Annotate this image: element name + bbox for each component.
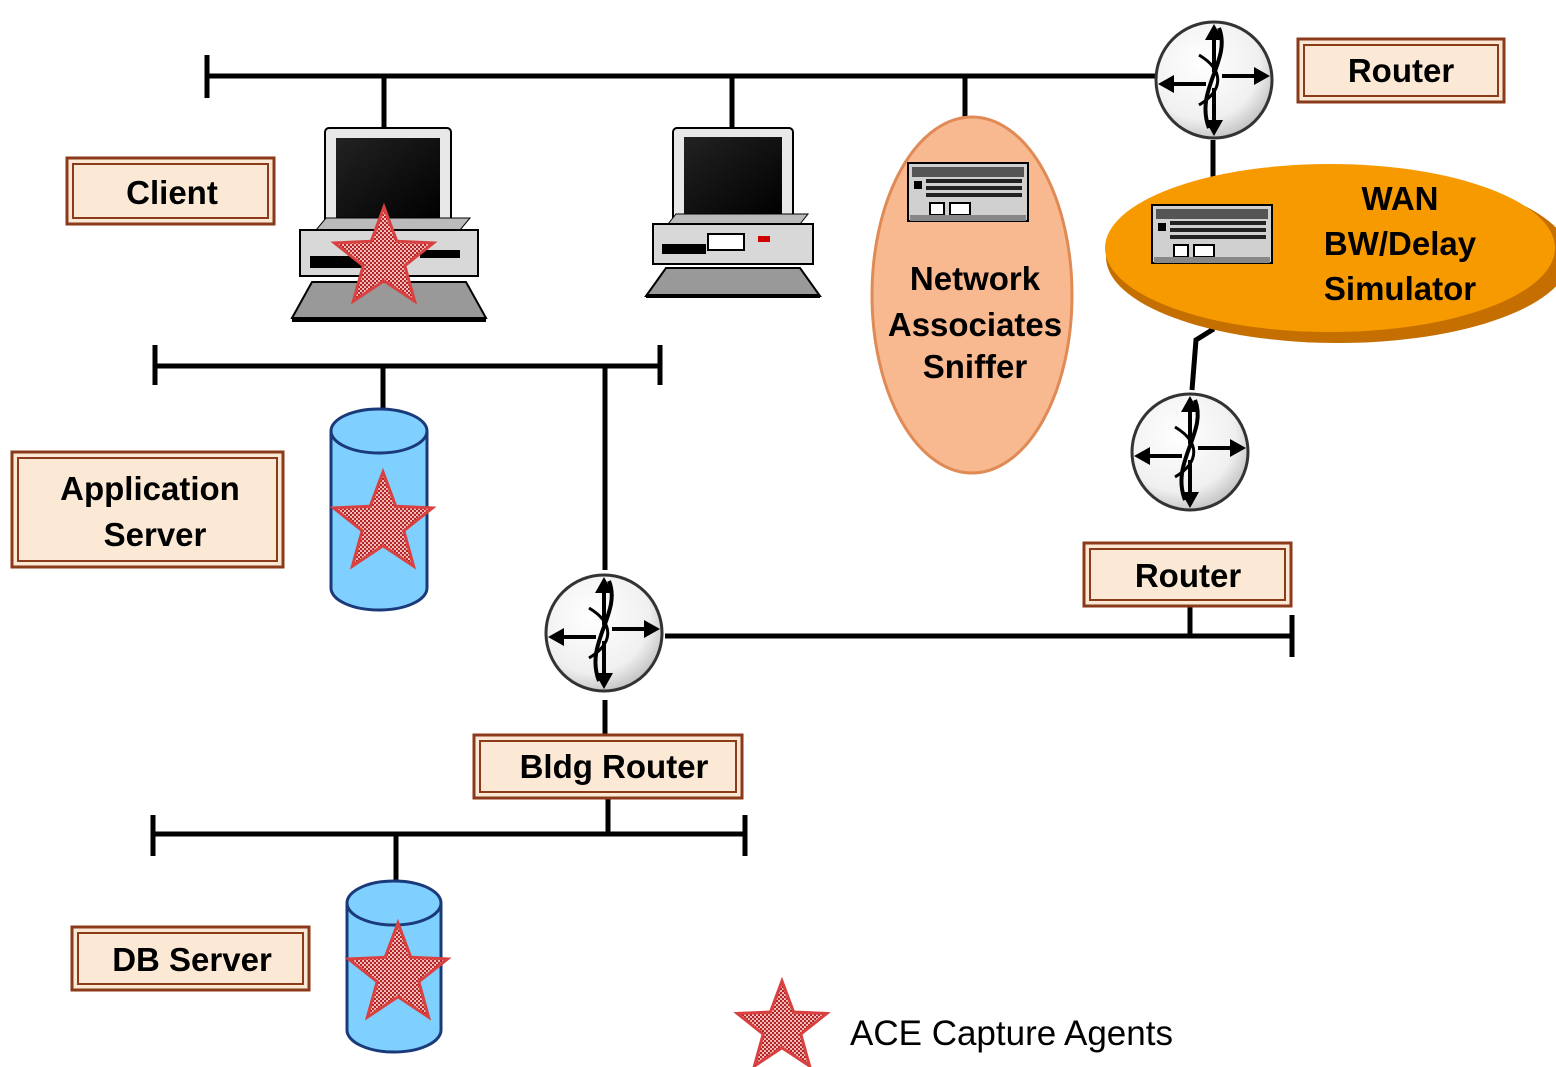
- bldg-router-label-box: [472, 733, 744, 800]
- bldg-router-label: Bldg Router: [520, 748, 709, 785]
- sniffer-node[interactable]: Network Associates Sniffer: [870, 115, 1074, 475]
- wan-label-line2: BW/Delay: [1324, 225, 1477, 262]
- app-server-label-box: [10, 450, 285, 569]
- db-server-label: DB Server: [112, 941, 272, 978]
- legend-star-icon: [733, 976, 831, 1067]
- router-mid-icon[interactable]: [1130, 392, 1250, 512]
- app-server-label-line1: Application: [60, 470, 240, 507]
- router-mid-label: Router: [1135, 557, 1241, 594]
- wan-label-line3: Simulator: [1324, 270, 1476, 307]
- db-server-capture-agent-star: [344, 918, 452, 1021]
- bldg-router-icon[interactable]: [544, 573, 664, 693]
- app-server-capture-agent-star: [329, 467, 437, 570]
- sniffer-label-line1: Network: [910, 260, 1041, 297]
- router-top-label-box: [1296, 37, 1506, 104]
- client-label-box: [65, 156, 276, 226]
- sniffer-label-line3: Sniffer: [923, 348, 1028, 385]
- router-top-icon[interactable]: [1154, 20, 1274, 140]
- router-mid-label-box: [1082, 541, 1293, 608]
- legend-label: ACE Capture Agents: [850, 1014, 1173, 1053]
- client-capture-agent-star: [330, 202, 438, 305]
- sniffer-label-line2: Associates: [888, 306, 1062, 343]
- client-label: Client: [126, 174, 218, 211]
- network-links: [150, 55, 1295, 885]
- router-top-label: Router: [1348, 52, 1454, 89]
- ace-capture-agent-markers: [329, 202, 452, 1021]
- legend-star-shape: [733, 976, 831, 1067]
- workstation-icon[interactable]: [644, 127, 822, 298]
- app-server-label-line2: Server: [104, 516, 207, 553]
- wan-device-icon: [1151, 204, 1273, 264]
- legend: ACE Capture Agents: [733, 976, 1173, 1067]
- sniffer-device-icon: [907, 162, 1029, 222]
- label-boxes: [10, 37, 1506, 992]
- db-server-label-box: [70, 925, 311, 992]
- wan-simulator-node[interactable]: WAN BW/Delay Simulator: [1105, 164, 1556, 343]
- wan-label-line1: WAN: [1362, 180, 1439, 217]
